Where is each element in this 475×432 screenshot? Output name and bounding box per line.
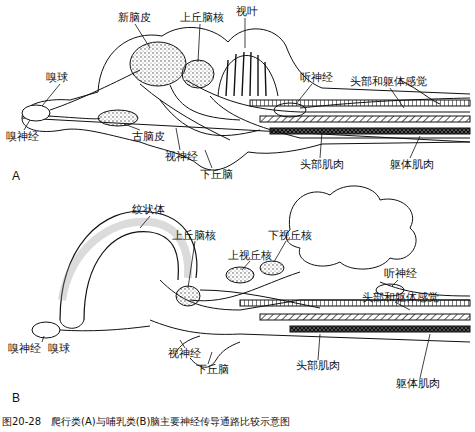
figure-caption: 图20-28 爬行类(A)与哺乳类(B)脑主要神经传导通路比较示意图 — [2, 415, 472, 429]
mammal-brain — [32, 186, 470, 367]
part-label: 上丘脑核 — [180, 12, 224, 24]
part-label: 新脑皮 — [118, 12, 151, 24]
part-label: 下视丘核 — [268, 230, 312, 242]
panel-letter: A — [12, 170, 20, 182]
part-label: 嗅神经 — [6, 131, 39, 143]
part-label: 头部和躯体感觉 — [350, 76, 427, 88]
part-label: 古脑皮 — [132, 131, 165, 143]
part-label: 躯体肌肉 — [390, 159, 434, 171]
part-label: 纹状体 — [132, 204, 165, 216]
part-label: 视叶 — [236, 6, 258, 18]
leader-lines-a — [24, 18, 420, 168]
panel-letter: B — [12, 392, 20, 404]
part-label: 下丘脑 — [200, 169, 233, 181]
part-label: 上视丘核 — [228, 250, 272, 262]
part-label: 上丘脑核 — [172, 230, 216, 242]
part-label: 视神经 — [168, 348, 201, 360]
part-label: 头部肌肉 — [296, 360, 340, 372]
part-label: 嗅球 — [46, 72, 68, 84]
part-label: 头部肌肉 — [300, 159, 344, 171]
part-label: 听神经 — [300, 72, 333, 84]
part-label: 下丘脑 — [196, 364, 229, 376]
part-label: 头部和躯体感觉 — [362, 292, 439, 304]
reptile-brain — [22, 27, 470, 170]
part-label: 嗅球 — [48, 343, 70, 355]
part-label: 视神经 — [165, 151, 198, 163]
part-label: 嗅神经 — [8, 343, 41, 355]
part-label: 听神经 — [384, 268, 417, 280]
part-label: 躯体肌肉 — [396, 378, 440, 390]
